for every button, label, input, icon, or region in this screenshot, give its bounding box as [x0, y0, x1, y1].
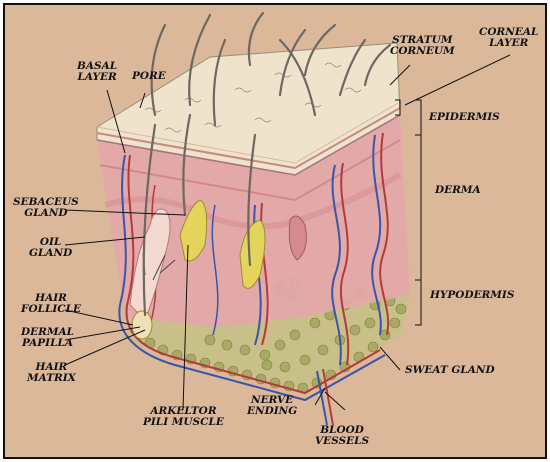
- hair-shafts: [142, 11, 392, 317]
- label-corneal-layer: CORNEAL LAYER: [479, 26, 539, 49]
- leader-lines: [64, 54, 511, 411]
- label-nerve-ending: NERVE ENDING: [247, 394, 298, 417]
- label-oil-gland: OIL GLAND: [29, 236, 73, 259]
- skin-cross-section-drawing: [64, 11, 511, 426]
- label-stratum-corneum: STRATUM CORNEUM: [390, 34, 455, 57]
- label-hair-matrix: HAIR MATRIX: [27, 361, 76, 384]
- label-blood-vessels: BLOOD VESSELS: [315, 424, 370, 447]
- label-hair-follicle: HAIR FOLLICLE: [21, 292, 82, 315]
- diagram-frame: BASAL LAYER PORE STRATUM CORNEUM CORNEAL…: [3, 3, 547, 459]
- label-dermal-papilla: DERMAL PAPILLA: [21, 326, 74, 349]
- label-arkeltor-pili-muscle: ARKELTOR PILI MUSCLE: [143, 405, 224, 428]
- label-basal-layer: BASAL LAYER: [77, 60, 118, 83]
- label-epidermis: EPIDERMIS: [429, 111, 500, 123]
- hair-follicles: [129, 199, 307, 340]
- label-derma: DERMA: [435, 184, 481, 196]
- label-hypodermis: HYPODERMIS: [430, 289, 515, 301]
- label-sweat-gland: SWEAT GLAND: [405, 364, 495, 376]
- label-sebaceus-gland: SEBACEUS GLAND: [13, 196, 79, 219]
- label-pore: PORE: [132, 70, 166, 82]
